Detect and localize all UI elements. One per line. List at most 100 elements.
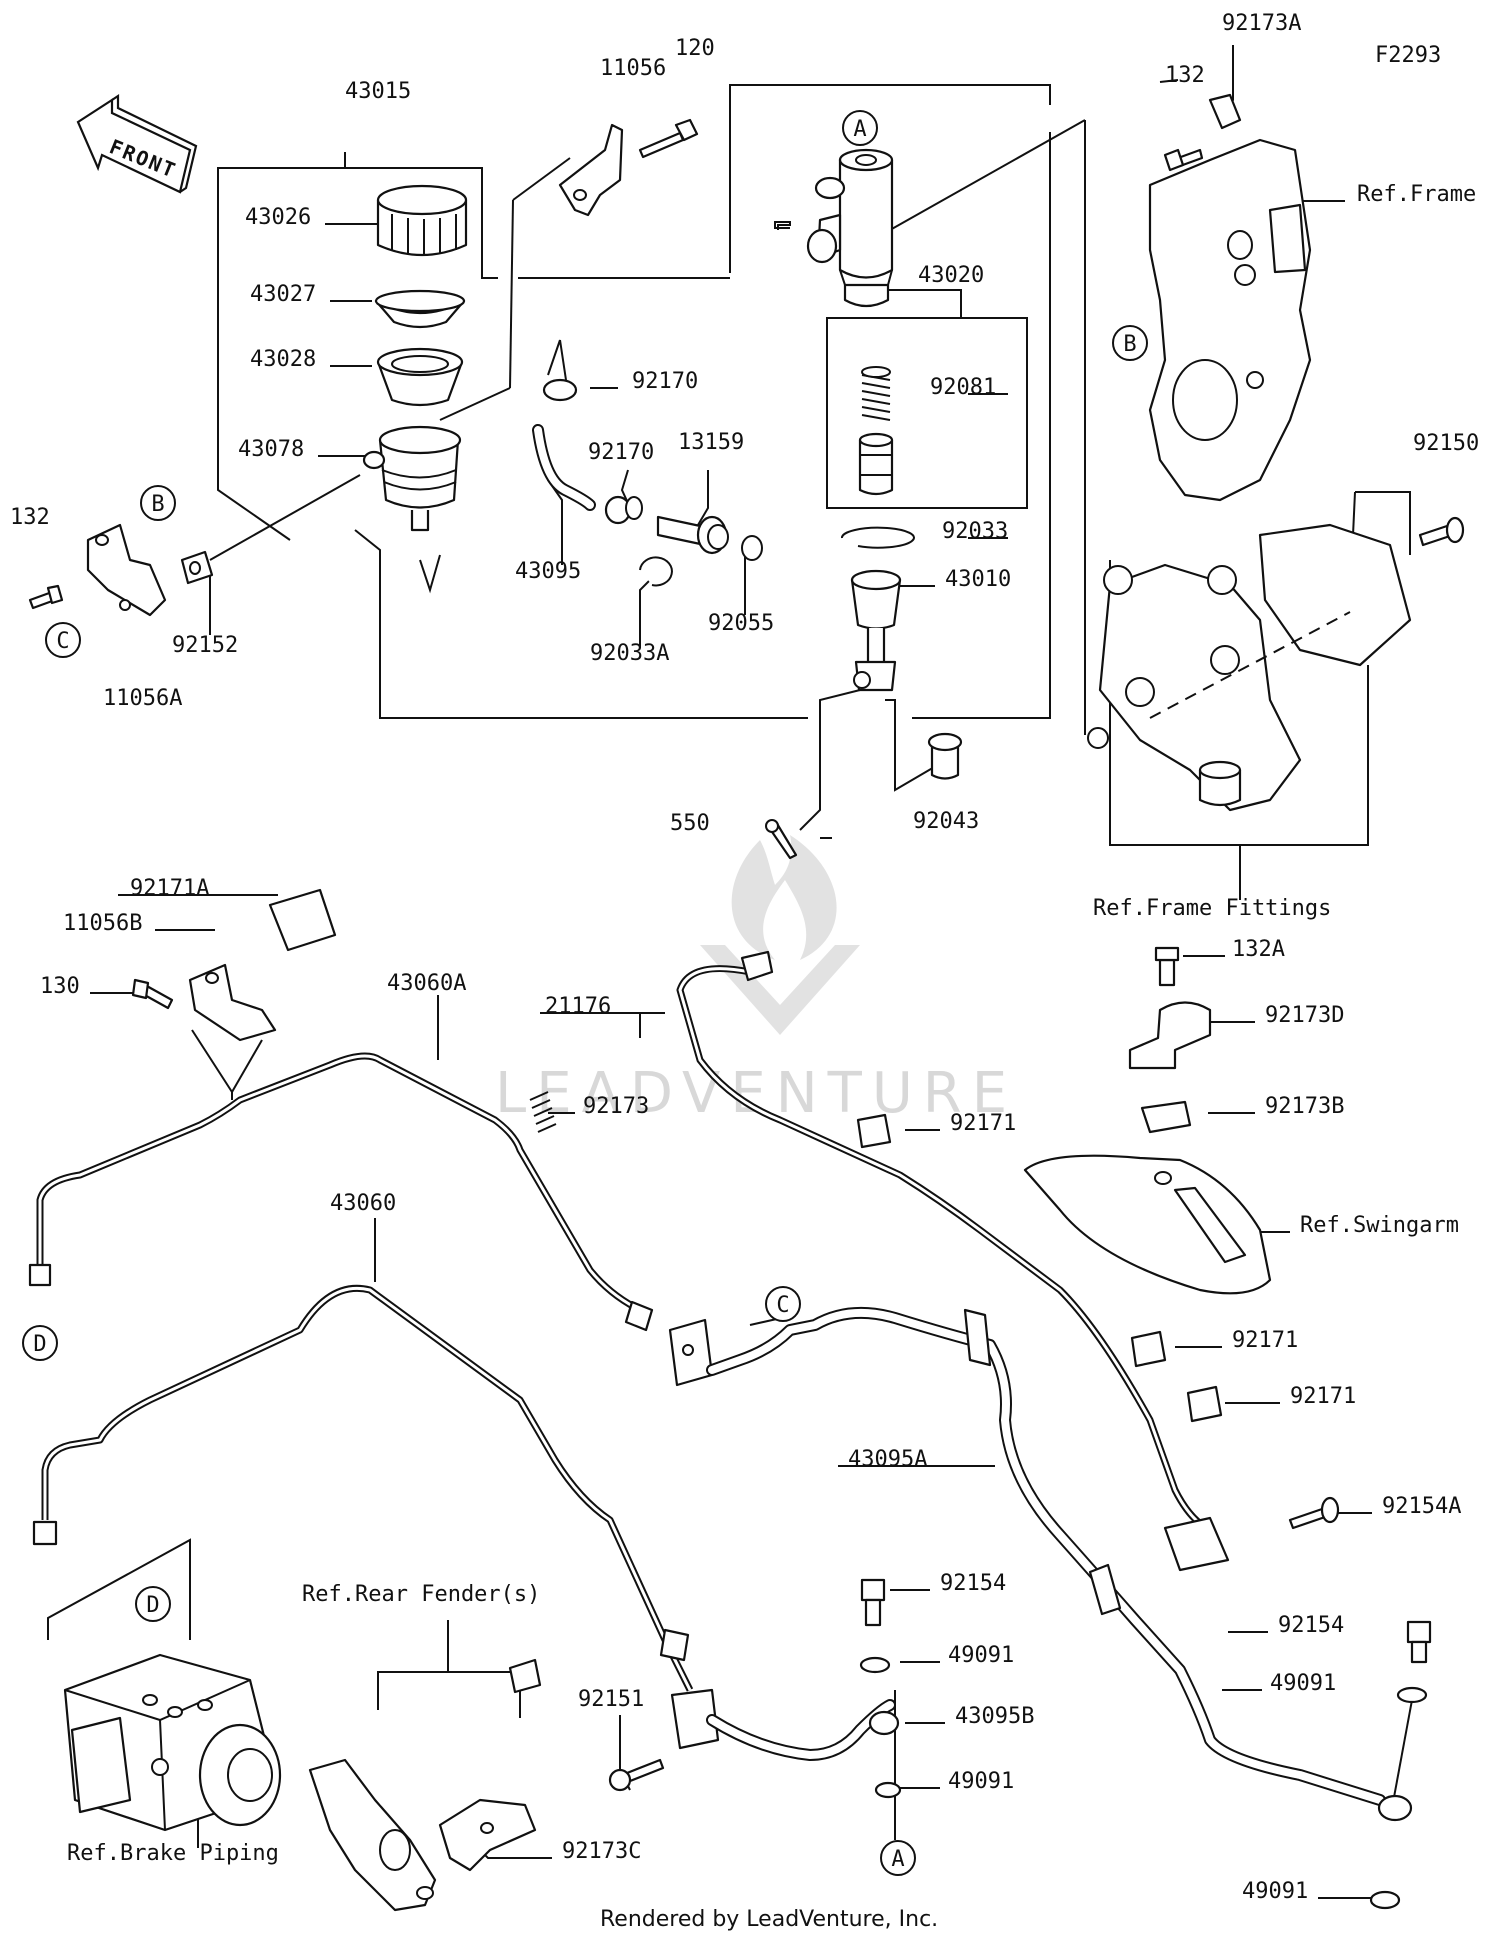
cotter-pin-550	[765, 819, 798, 860]
bolt-fender	[508, 1658, 542, 1694]
ref-frame-casting	[1148, 138, 1312, 502]
circle-ref-b: B	[140, 485, 176, 521]
abs-unit	[63, 1653, 282, 1832]
callout-92055: 92055	[708, 611, 774, 636]
bolt-132A	[1154, 946, 1180, 987]
callout-11056b: 11056B	[63, 911, 142, 936]
callout-132: 132	[10, 505, 50, 530]
ref-swingarm	[1023, 1154, 1272, 1295]
circle-ref-a: A	[880, 1840, 916, 1876]
callout-92173c: 92173C	[562, 1839, 641, 1864]
callout-f2293: F2293	[1375, 43, 1441, 68]
callout-11056a: 11056A	[103, 686, 182, 711]
circle-ref-c: C	[765, 1286, 801, 1322]
washer-49091-d	[1369, 1890, 1401, 1910]
hose-clip-92170-top	[542, 339, 578, 402]
callout-92171: 92171	[950, 1111, 1016, 1136]
callout-92150: 92150	[1413, 431, 1479, 456]
callout-132: 132	[1165, 63, 1205, 88]
callout-49091: 49091	[948, 1643, 1014, 1668]
clip-92173B	[1140, 1100, 1192, 1134]
o-ring-92055	[741, 535, 763, 561]
callout-92033a: 92033A	[590, 641, 669, 666]
joint-block	[668, 1318, 714, 1387]
callout-92154: 92154	[1278, 1613, 1344, 1638]
circle-ref-letter: B	[151, 492, 164, 517]
clip-92173C	[438, 1798, 537, 1872]
circle-ref-letter: A	[891, 1847, 904, 1872]
circle-ref-b: B	[1112, 325, 1148, 361]
bracket-11056B	[188, 963, 277, 1042]
callout-43026: 43026	[245, 205, 311, 230]
footer-credit: Rendered by LeadVenture, Inc.	[600, 1907, 938, 1932]
bolt-120	[638, 118, 699, 159]
callout-43028: 43028	[250, 347, 316, 372]
pushrod-43010	[850, 569, 902, 692]
callout-120: 120	[675, 36, 715, 61]
callout-11056: 11056	[600, 56, 666, 81]
callout-49091: 49091	[948, 1769, 1014, 1794]
bolt-92151	[608, 1758, 665, 1792]
circle-ref-a: A	[842, 110, 878, 146]
callout-43060a: 43060A	[387, 971, 466, 996]
callout-43027: 43027	[250, 282, 316, 307]
grommet-92152	[180, 550, 214, 585]
circle-ref-letter: C	[56, 629, 69, 654]
pin-92043	[927, 732, 963, 780]
spring-clip-92173	[529, 1091, 557, 1133]
bolt-132-top	[1163, 148, 1204, 172]
callout-92151: 92151	[578, 1687, 644, 1712]
callout-43095: 43095	[515, 559, 581, 584]
circle-ref-d: D	[22, 1325, 58, 1361]
callout-92154: 92154	[940, 1571, 1006, 1596]
callout-49091: 49091	[1242, 1879, 1308, 1904]
diaphragm-43028	[376, 347, 464, 407]
clamp-92173D	[1128, 1001, 1212, 1070]
bracket-11056	[558, 123, 624, 217]
clip-92171-b	[1130, 1330, 1167, 1368]
circle-ref-c: C	[45, 622, 81, 658]
callout-92171: 92171	[1290, 1384, 1356, 1409]
circle-ref-letter: B	[1123, 332, 1136, 357]
callout-92043: 92043	[913, 809, 979, 834]
watermark: LEADVENTURE	[495, 835, 1007, 1126]
callout-43095b: 43095B	[955, 1704, 1034, 1729]
callout-92173d: 92173D	[1265, 1003, 1344, 1028]
brake-pipe-43060	[32, 1284, 694, 1692]
callout-92173b: 92173B	[1265, 1094, 1344, 1119]
master-cylinder	[806, 148, 894, 308]
callout-92171a: 92171A	[130, 876, 209, 901]
bolt-130	[131, 978, 174, 1010]
reservoir-43078	[362, 425, 462, 594]
callout-92170: 92170	[632, 369, 698, 394]
circlip-92033A	[639, 556, 673, 587]
callout-43010: 43010	[945, 567, 1011, 592]
spring-92081	[861, 366, 891, 421]
callout-ref-frame-fittings: Ref.Frame Fittings	[1093, 896, 1331, 921]
junction-block	[670, 1688, 720, 1750]
callout-49091: 49091	[1270, 1671, 1336, 1696]
clip-92171A	[268, 888, 337, 952]
diaphragm-plate-43027	[374, 289, 466, 329]
bolt-92154A	[1288, 1496, 1340, 1530]
hose-43095	[532, 424, 596, 511]
bolt-92150	[1418, 516, 1465, 547]
hose-43095B	[706, 1699, 900, 1761]
ref-rear-fender	[308, 1758, 437, 1912]
circlip-92033	[840, 526, 915, 549]
clip-92171-a	[856, 1113, 892, 1149]
callout-92154a: 92154A	[1382, 1494, 1461, 1519]
callout-labels: 430151105612092173AF2293132Ref.Frame4302…	[10, 11, 1479, 1904]
clip-92173A	[1208, 93, 1242, 130]
bolt-132-left	[28, 584, 64, 610]
reservoir-cap-43026	[376, 184, 468, 257]
washer-49091-c	[1396, 1686, 1428, 1704]
callout-43095a: 43095A	[848, 1447, 927, 1472]
brake-pipe-43060A	[28, 1052, 654, 1332]
callout-92171: 92171	[1232, 1328, 1298, 1353]
inlet-fitting-13159	[656, 515, 729, 555]
hose-clip-92170-lower	[604, 495, 643, 525]
clip-92171-c	[1186, 1385, 1223, 1423]
